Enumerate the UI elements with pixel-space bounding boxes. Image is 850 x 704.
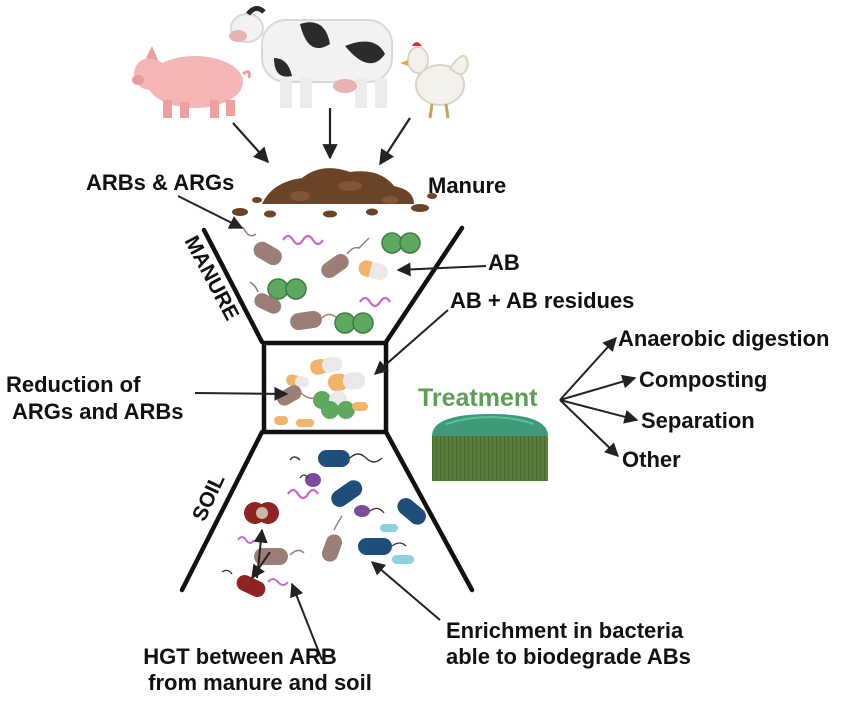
chicken-to-manure-arrow	[379, 117, 411, 166]
treatment-option-composting: Composting	[639, 367, 768, 392]
treatment-option-other: Other	[622, 447, 681, 472]
rod-bacterium-icon	[253, 241, 282, 266]
enrichment-label-line1: Enrichment in bacteria	[446, 618, 684, 643]
soil-bacteria-group	[221, 450, 426, 597]
hgt-inner-arrow-down	[251, 551, 271, 580]
treatment-option-anaerobic: Anaerobic digestion	[618, 326, 830, 351]
gene-icon	[282, 234, 324, 246]
hgt-arrow	[290, 582, 323, 661]
hgt-label-line1: HGT between ARB	[143, 644, 337, 669]
manure-pile-icon	[232, 168, 437, 218]
ab-residues-arrow	[373, 309, 449, 375]
enrichment-arrow	[370, 561, 441, 621]
ab-residues-label: AB + AB residues	[450, 288, 635, 313]
cow-icon	[229, 6, 393, 108]
reduction-label-line1: Reduction of	[6, 372, 141, 397]
ab-label: AB	[488, 250, 520, 275]
hgt-label-line2: from manure and soil	[148, 670, 372, 695]
hourglass-frame	[179, 225, 475, 593]
treatment-arrow-separation	[559, 399, 639, 424]
treatment-arrow-composting	[559, 374, 637, 401]
treatment-box-contents	[274, 356, 368, 427]
treatment-option-separation: Separation	[641, 408, 755, 433]
arbs-args-label: ARBs & ARGs	[86, 170, 235, 195]
chicken-icon	[400, 42, 470, 119]
pig-to-manure-arrow	[232, 122, 270, 164]
manure-label: Manure	[428, 173, 507, 198]
ab-arrow	[396, 262, 487, 277]
arbs-arrow	[177, 195, 244, 229]
treatment-arrow-other	[559, 399, 620, 457]
reduction-label-line2: ARGs and ARBs	[12, 399, 184, 424]
digester-icon	[432, 414, 548, 481]
capsule-icon	[358, 260, 389, 281]
coccus-icon	[381, 232, 403, 254]
pig-icon	[132, 46, 251, 118]
manure-bacteria-group	[235, 225, 421, 334]
enrichment-label-line2: able to biodegrade ABs	[446, 644, 691, 669]
treatment-arrow-anaerobic	[559, 336, 617, 401]
treatment-label: Treatment	[418, 384, 538, 412]
reduction-arrow	[194, 386, 289, 401]
